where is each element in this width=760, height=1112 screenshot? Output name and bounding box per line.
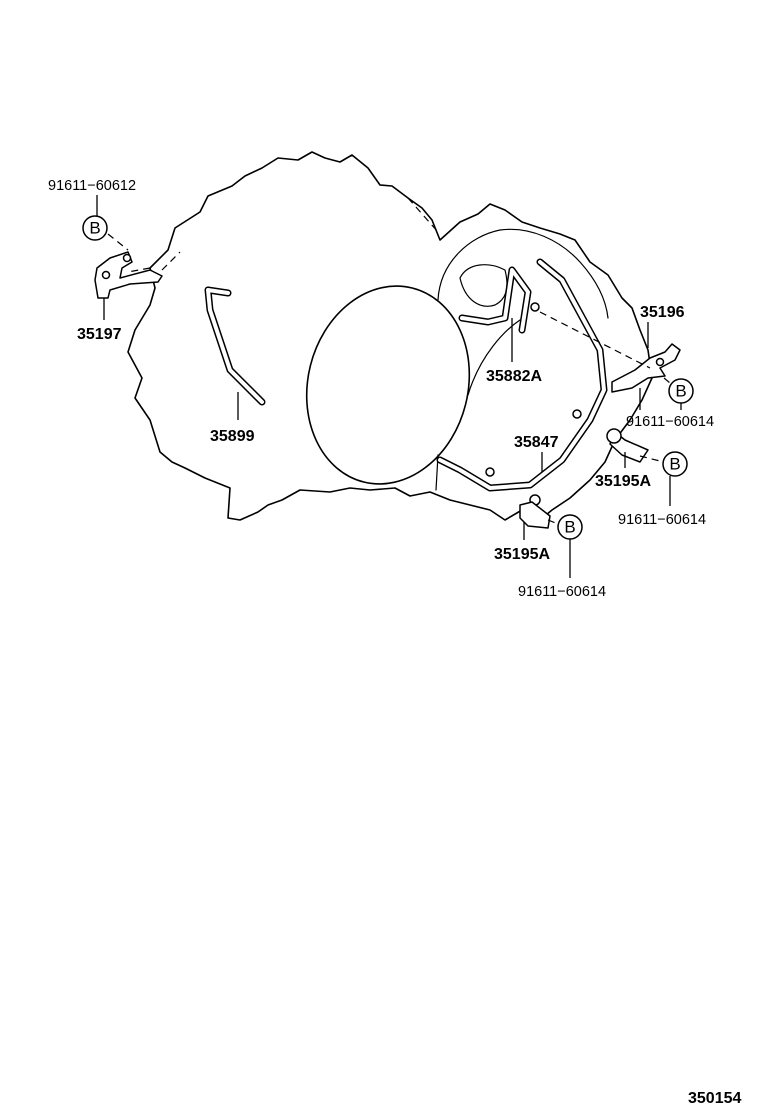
marker-b-bottom: B: [557, 514, 583, 540]
boss-ring: [530, 302, 540, 312]
diagram-code: 350154: [688, 1090, 741, 1107]
boss-ring: [572, 409, 582, 419]
svg-text:B: B: [564, 518, 575, 537]
pipe-35899: [204, 286, 266, 406]
inner-housing-contour: [437, 228, 609, 319]
label-35899: 35899: [210, 428, 255, 445]
bracket-35196: [611, 343, 681, 393]
marker-b-left: B: [82, 215, 108, 241]
label-35195A-right: 35195A: [595, 473, 651, 490]
bolt-hole: [122, 253, 132, 263]
bracket-35196-dashed: [539, 311, 651, 369]
label-bolt-right-upper: 91611−60614: [626, 414, 714, 430]
label-35197: 35197: [77, 326, 122, 343]
bracket-35197-dashed: [161, 251, 181, 271]
marker-b-right-upper: B: [668, 378, 694, 404]
bell-housing-opening: [305, 285, 471, 485]
svg-text:B: B: [675, 382, 686, 401]
bolt-hole: [101, 270, 111, 280]
clamp-35195A-bottom: [519, 501, 551, 529]
pipe-35882A-housing: [459, 264, 508, 307]
bolt-axis-left: [107, 233, 129, 251]
svg-text:B: B: [669, 455, 680, 474]
inner-housing-lower: [467, 319, 521, 396]
label-35196: 35196: [640, 304, 685, 321]
label-bolt-bottom: 91611−60614: [518, 584, 606, 600]
clamp-ring: [606, 428, 622, 444]
transmission-housing-outline: [127, 151, 653, 521]
label-bolt-left: 91611−60612: [48, 178, 136, 194]
housing-seam-dashed-top: [407, 197, 439, 233]
label-bolt-right-lower: 91611−60614: [618, 512, 706, 528]
marker-b-right-lower: B: [662, 451, 688, 477]
svg-text:B: B: [89, 219, 100, 238]
housing-seam-dashed: [127, 267, 151, 273]
bolt-hole: [655, 357, 665, 367]
label-35195A-bottom: 35195A: [494, 546, 550, 563]
label-35882A: 35882A: [486, 368, 542, 385]
label-35847: 35847: [514, 434, 559, 451]
boss-ring: [485, 467, 495, 477]
